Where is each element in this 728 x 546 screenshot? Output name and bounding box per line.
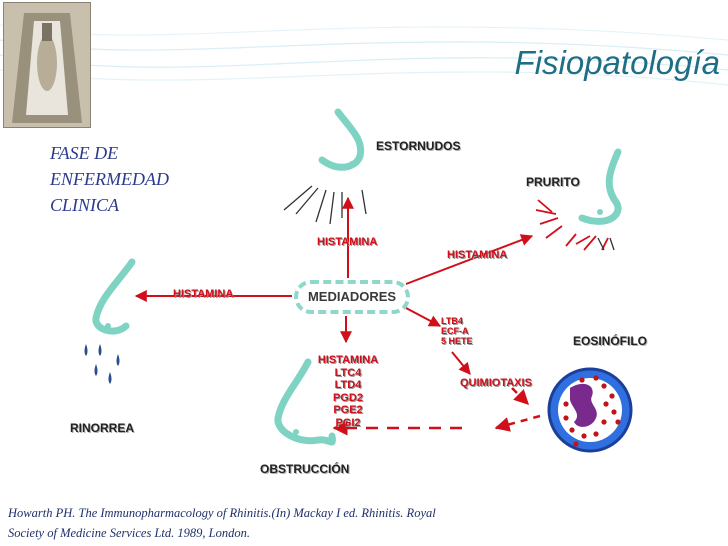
mediator-item: LTD4	[334, 379, 362, 391]
eosinophil-mediator-item: LTB4	[441, 316, 463, 326]
mediadores-node: MEDIADORES	[294, 280, 410, 314]
phase-line-1: FASE DE	[50, 143, 119, 163]
eosinophil-mediators-list: LTB4 ECF-A 5 HETE	[441, 316, 473, 346]
mediator-item: PGD2	[333, 391, 363, 404]
reference-citation: Howarth PH. The Immunopharmacology of Rh…	[8, 503, 436, 543]
eosinophil-mediator-item: 5 HETE	[441, 336, 473, 346]
mediator-item: LTC4	[334, 366, 362, 379]
phase-label: FASE DE ENFERMEDAD CLINICA	[50, 140, 169, 218]
mediator-item: HISTAMINA	[317, 354, 379, 366]
quimiotaxis-label: QUIMIOTAXIS	[460, 377, 532, 389]
prurito-label: PRURITO	[526, 175, 580, 189]
eosinophil-cell-icon	[547, 367, 633, 453]
dashed-arrow-eosinophil-down	[511, 387, 530, 406]
arrow-to-prurito	[405, 234, 534, 285]
phase-line-3: CLINICA	[50, 195, 120, 215]
mediator-item: PGI2	[335, 416, 361, 429]
drops-icon	[84, 344, 120, 384]
arrow-to-quimiotaxis	[451, 351, 471, 375]
nose-left-icon	[92, 258, 136, 335]
histamina-right-label: HISTAMINA	[447, 249, 508, 261]
itch-lines-icon	[535, 199, 609, 251]
mediator-item: PGE2	[333, 404, 363, 416]
sneeze-lines-icon	[283, 185, 367, 225]
nasal-spray-photo	[3, 2, 91, 128]
histamina-top-label: HISTAMINA	[317, 236, 378, 248]
eosinophil-mediator-item: ECF-A	[441, 326, 469, 336]
bottom-mediators-list: HISTAMINA LTC4 LTD4 PGD2 PGE2 PGI2	[312, 354, 384, 429]
nose-bottom-icon	[274, 358, 336, 446]
reference-line-1: Howarth PH. The Immunopharmacology of Rh…	[8, 506, 436, 520]
page-title: Fisiopatología	[514, 44, 720, 81]
reference-line-2: Society of Medicine Services Ltd. 1989, …	[8, 526, 250, 540]
dashed-arrow-eosinophil-left	[494, 414, 541, 432]
phase-line-2: ENFERMEDAD	[50, 169, 169, 189]
nose-top-icon	[318, 108, 365, 171]
nose-right-icon	[578, 148, 622, 225]
estornudos-label: ESTORNUDOS	[376, 139, 461, 153]
rinorrea-label: RINORREA	[70, 421, 135, 435]
histamina-left-label: HISTAMINA	[173, 288, 234, 300]
obstruccion-label: OBSTRUCCIÓN	[260, 462, 350, 476]
eosinofilo-label: EOSINÓFILO	[573, 334, 648, 348]
arrow-to-ltb	[405, 307, 442, 327]
